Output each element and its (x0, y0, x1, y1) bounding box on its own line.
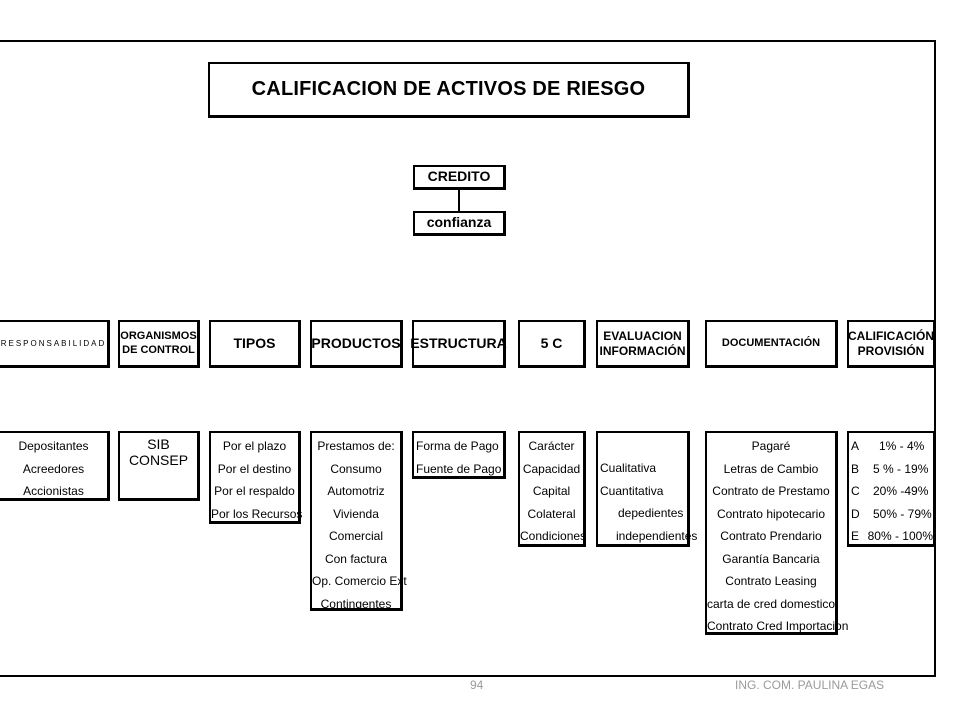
list-evaluacion: Cualitativa Cuantitativa depedientes ind… (596, 431, 698, 547)
header-documentacion: DOCUMENTACIÓN (705, 320, 838, 368)
list-organismos: SIB CONSEP (118, 431, 200, 501)
header-organismos-line2: DE CONTROL (122, 343, 195, 356)
credito-label: CREDITO (427, 168, 491, 185)
credito-connector (458, 189, 460, 212)
header-productos: PRODUCTOS (310, 320, 403, 368)
list-item: Depositantes (18, 439, 89, 453)
list-item: Automotriz (327, 484, 385, 498)
list-item: Condiciones (520, 529, 587, 543)
list-item: Accionistas (23, 484, 84, 498)
list-calificacion: A 1% - 4% B 5 % - 19% C 20% -49% D 50% -… (847, 431, 936, 547)
header-evaluacion-line2: INFORMACIÓN (599, 343, 686, 358)
list-item: SIB (147, 436, 170, 452)
list-item: Comercial (328, 529, 383, 543)
header-tipos: TIPOS (209, 320, 301, 368)
list-item: Fuente de Pago (416, 461, 502, 476)
list-item: Por los Recursos (211, 506, 303, 521)
list-item: Por el destino (217, 461, 292, 476)
list-item: Forma de Pago (416, 439, 499, 453)
list-item: depedientes (618, 506, 684, 520)
list-item: Colateral (527, 506, 576, 521)
header-5c: 5 C (518, 320, 586, 368)
header-estructura: ESTRUCTURA (410, 320, 507, 368)
page-title: CALIFICACION DE ACTIVOS DE RIESGO (251, 78, 646, 100)
list-tipos: Por el plazo Por el destino Por el respa… (209, 431, 303, 524)
list-item: independientes (616, 528, 698, 543)
header-evaluacion-line1: EVALUACION (603, 328, 682, 343)
header-documentacion-label: DOCUMENTACIÓN (721, 336, 821, 349)
grade-letter: D (851, 506, 860, 521)
list-item: Consumo (330, 461, 382, 476)
list-5c: Carácter Capacidad Capital Colateral Con… (518, 431, 586, 547)
grade-letter: B (851, 461, 860, 476)
list-item: Carácter (528, 439, 575, 453)
list-item: Capacidad (522, 461, 581, 476)
grade-range: 50% - 79% (873, 506, 932, 521)
grade-row: D 50% - 79% (849, 503, 933, 526)
list-item: Capital (532, 484, 571, 498)
grade-range: 1% - 4% (879, 439, 925, 453)
header-calificacion-line1: CALIFICACIÓN (848, 328, 934, 343)
header-calificacion: CALIFICACIÓN PROVISIÓN (847, 320, 936, 368)
grade-range: 5 % - 19% (873, 461, 929, 476)
credito-box: CREDITO (413, 165, 506, 190)
grade-range: 80% - 100% (867, 529, 933, 543)
list-item: Con factura (324, 551, 388, 566)
list-item: Acreedores (22, 461, 85, 476)
list-item: Letras de Cambio (723, 461, 819, 476)
list-item: Contrato hipotecario (716, 506, 826, 521)
grade-letter: C (851, 484, 860, 498)
list-item: CONSEP (128, 452, 189, 468)
confianza-label: confianza (426, 214, 492, 231)
list-item: Por el plazo (222, 439, 287, 453)
title-box: CALIFICACION DE ACTIVOS DE RIESGO (208, 62, 690, 118)
list-item: Contingentes (320, 596, 392, 611)
grade-row: A 1% - 4% (849, 435, 933, 458)
grade-row: E 80% - 100% (849, 525, 933, 548)
list-item: Contrato de Prestamo (712, 484, 830, 498)
grade-letter: A (851, 439, 860, 453)
list-item: Cuantitativa (600, 483, 664, 498)
grade-row: B 5 % - 19% (849, 458, 933, 481)
footer-author: ING. COM. PAULINA EGAS (735, 678, 885, 692)
confianza-box: confianza (413, 211, 506, 236)
list-item: Vivienda (333, 506, 379, 521)
list-item: Contrato Leasing (725, 574, 817, 588)
header-estructura-label: ESTRUCTURA (410, 334, 507, 351)
list-documentacion: Pagaré Letras de Cambio Contrato de Pres… (705, 431, 849, 635)
list-item: carta de cred domestico (707, 596, 836, 611)
list-item: Pagaré (751, 439, 791, 453)
header-organismos: ORGANISMOS DE CONTROL (118, 320, 200, 368)
list-item: Prestamos de: (317, 439, 395, 453)
list-productos: Prestamos de: Consumo Automotriz Viviend… (310, 431, 407, 611)
list-item: Por el respaldo (214, 484, 295, 498)
page-number: 94 (470, 678, 484, 692)
grade-range: 20% -49% (873, 484, 929, 498)
list-item: Contrato Prendario (720, 529, 822, 543)
header-tipos-label: TIPOS (233, 334, 276, 351)
grade-letter: E (851, 529, 860, 543)
header-5c-label: 5 C (540, 334, 563, 351)
list-item: Cualitativa (600, 461, 657, 475)
header-evaluacion: EVALUACION INFORMACIÓN (596, 320, 690, 368)
header-calificacion-line2: PROVISIÓN (857, 343, 925, 358)
list-estructura: Forma de Pago Fuente de Pago (412, 431, 506, 479)
header-productos-label: PRODUCTOS (311, 334, 401, 351)
list-item: Op. Comercio Ext (312, 574, 407, 588)
list-responsabilidad: Depositantes Acreedores Accionistas (0, 431, 110, 501)
header-organismos-line1: ORGANISMOS (120, 329, 197, 342)
header-responsabilidad-label: RESPONSABILIDAD (0, 338, 107, 348)
grade-row: C 20% -49% (849, 480, 933, 503)
list-item: Contrato Cred Importacion (707, 619, 849, 633)
list-item: Garantía Bancaria (722, 551, 820, 566)
header-responsabilidad: RESPONSABILIDAD (0, 320, 110, 368)
